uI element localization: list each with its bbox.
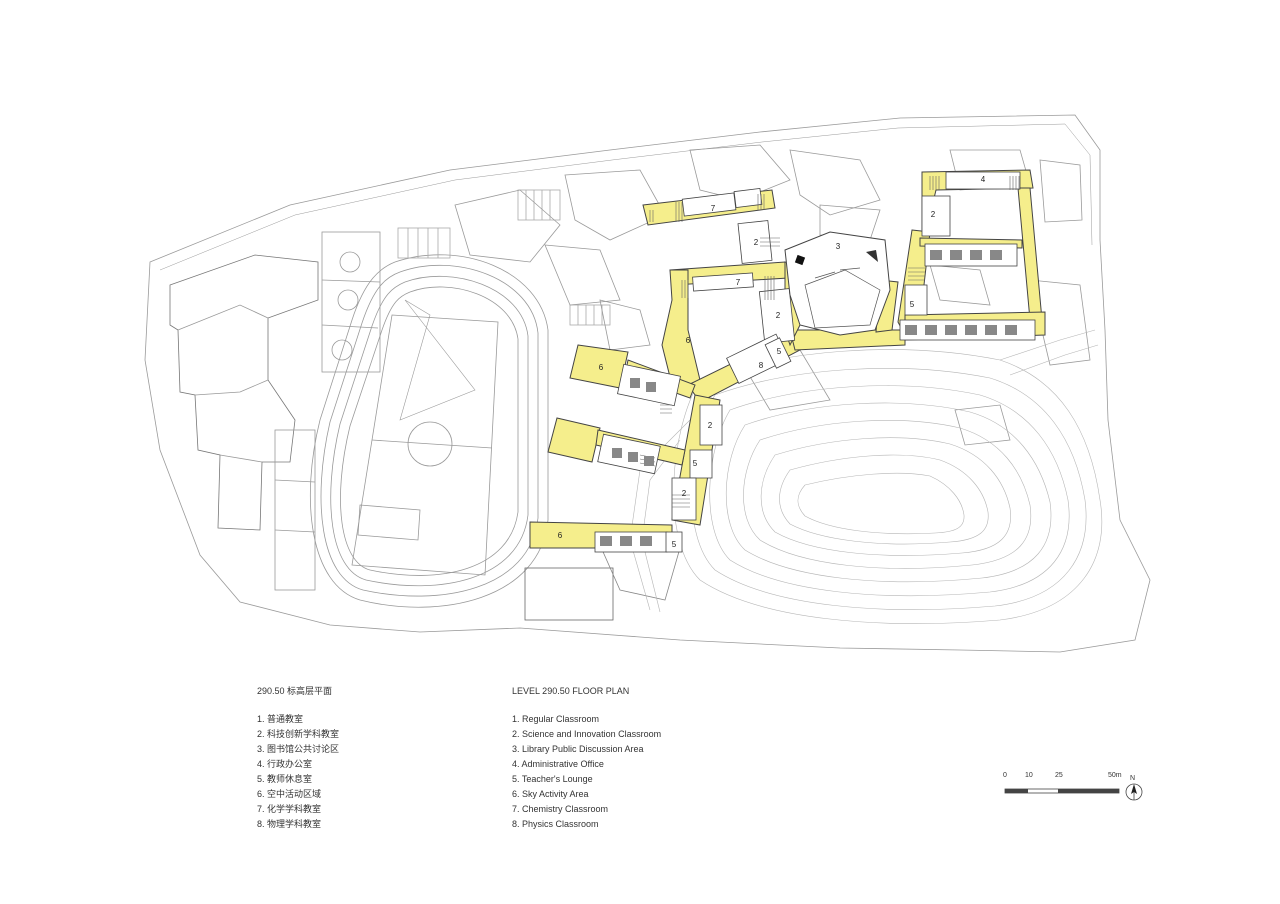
legend-english: LEVEL 290.50 FLOOR PLAN 1. Regular Class…: [512, 684, 661, 832]
room-label: 6: [599, 363, 604, 372]
room-label: 2: [931, 210, 936, 219]
legend-item: 6. 空中活动区域: [257, 789, 322, 799]
legend-item: 1. Regular Classroom: [512, 714, 600, 724]
room-label: 2: [754, 238, 759, 247]
legend-item: 3. 图书馆公共讨论区: [257, 744, 340, 754]
legend-item: 1. 普通教室: [257, 714, 304, 724]
scale-tick-label: 0: [1003, 772, 1007, 779]
room-label: 3: [836, 242, 841, 251]
room-label: 4: [981, 175, 986, 184]
site-boundary: [144, 114, 1151, 653]
site-floor-plan: 7 7 2 2 3 4 2 5 6 6 8 5 2 5 2 6 5: [144, 114, 1151, 653]
scale-tick-label: 10: [1025, 772, 1033, 779]
bottom-building: [524, 567, 614, 621]
scale-tick-label: 25: [1055, 772, 1063, 779]
room-label: 5: [910, 300, 915, 309]
legend-item: 2. 科技创新学科教室: [257, 729, 340, 739]
library-hall: [784, 231, 891, 336]
scale-bar-graphic: [1004, 783, 1143, 801]
legend-item: 4. Administrative Office: [512, 759, 604, 769]
room-label: 7: [711, 204, 716, 213]
room-label: 6: [686, 336, 691, 345]
legend-item: 7. 化学学科教室: [257, 804, 322, 814]
legend-item: 3. Library Public Discussion Area: [512, 744, 644, 754]
legend-item: 7. Chemistry Classroom: [512, 804, 609, 814]
room-label: 5: [693, 459, 698, 468]
legend-item: 4. 行政办公室: [257, 759, 313, 769]
room-label: 2: [708, 421, 713, 430]
north-arrow-icon: [1125, 783, 1143, 801]
north-label: N: [1130, 775, 1136, 782]
legend-item: 8. Physics Classroom: [512, 819, 599, 829]
scale-tick-label: 50m: [1108, 772, 1122, 779]
rooms: [594, 171, 1036, 553]
legend-item: 5. 教师休息室: [257, 774, 313, 784]
legend-title-en: LEVEL 290.50 FLOOR PLAN: [512, 686, 630, 696]
room-label: 2: [776, 311, 781, 320]
legend-item: 2. Science and Innovation Classroom: [512, 729, 662, 739]
legend-item: 5. Teacher's Lounge: [512, 774, 593, 784]
topographic-contours: [629, 329, 1103, 624]
room-label: 7: [736, 278, 741, 287]
room-label: 5: [672, 540, 677, 549]
legend-chinese: 290.50 标高层平面 1. 普通教室 2. 科技创新学科教室 3. 图书馆公…: [257, 684, 339, 832]
room-label: 8: [759, 361, 764, 370]
room-label: 6: [558, 531, 563, 540]
legend-item: 6. Sky Activity Area: [512, 789, 589, 799]
courts: [274, 231, 381, 591]
legend-item: 8. 物理学科教室: [257, 819, 322, 829]
legend-title-cn: 290.50 标高层平面: [257, 686, 333, 696]
room-label: 5: [777, 347, 782, 356]
running-track: [309, 254, 549, 608]
building-outline: [169, 254, 319, 531]
room-label: 2: [682, 489, 687, 498]
